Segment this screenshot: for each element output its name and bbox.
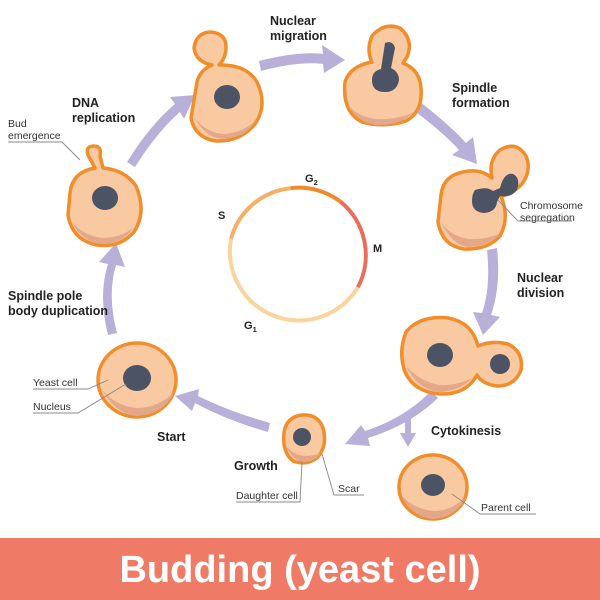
arrow-nuclear-migration (259, 45, 345, 73)
phase-arc-s (229, 186, 291, 240)
phase-arc-g1 (227, 238, 360, 323)
cell-parent (397, 453, 469, 521)
nucleus (123, 365, 151, 391)
arrow-spindle-pole-duplication (99, 243, 125, 335)
phase-ring: G2 S M G1 (218, 173, 382, 334)
phase-label-s: S (218, 210, 225, 222)
cell-yeast (96, 341, 178, 419)
cell-nuclear-migration (342, 24, 423, 127)
nucleus (92, 186, 118, 210)
cell-daughter (281, 413, 327, 465)
arrow-growth (345, 391, 438, 446)
arrow-start (175, 389, 270, 432)
arrow-nuclear-division (473, 248, 500, 335)
cell-dna-replication (189, 30, 264, 143)
label-parent-cell: Parent cell (481, 502, 531, 514)
cell-nuclear-division (400, 315, 524, 396)
label-start: Start (157, 430, 186, 444)
label-yeast-cell: Yeast cell (33, 377, 78, 389)
phase-label-m: M (373, 243, 382, 255)
label-cytokinesis: Cytokinesis (431, 424, 501, 438)
phase-label-g2: G2 (305, 173, 318, 187)
nucleus (427, 343, 453, 367)
phase-label-g1: G1 (244, 320, 257, 334)
cell-bud-emergence (66, 144, 143, 248)
cycle-arrows (99, 45, 500, 447)
phase-arc-m (339, 200, 368, 289)
nucleus (421, 474, 445, 496)
nucleus (214, 85, 240, 109)
label-nucleus: Nucleus (33, 401, 71, 413)
label-daughter-cell: Daughter cell (236, 490, 298, 502)
phase-arc-g2 (290, 185, 342, 204)
cell-spindle-formation (436, 144, 530, 251)
label-scar: Scar (338, 483, 360, 495)
nucleus (293, 428, 311, 446)
nucleus (372, 42, 399, 92)
nucleus (490, 354, 510, 374)
arrow-spindle-formation (408, 98, 477, 164)
page-title: Budding (yeast cell) (119, 549, 480, 591)
label-growth: Growth (234, 459, 278, 473)
nucleus (472, 173, 519, 213)
title-banner (0, 538, 600, 600)
arrow-cytokinesis (400, 414, 416, 447)
arrow-dna-replication (127, 95, 195, 167)
